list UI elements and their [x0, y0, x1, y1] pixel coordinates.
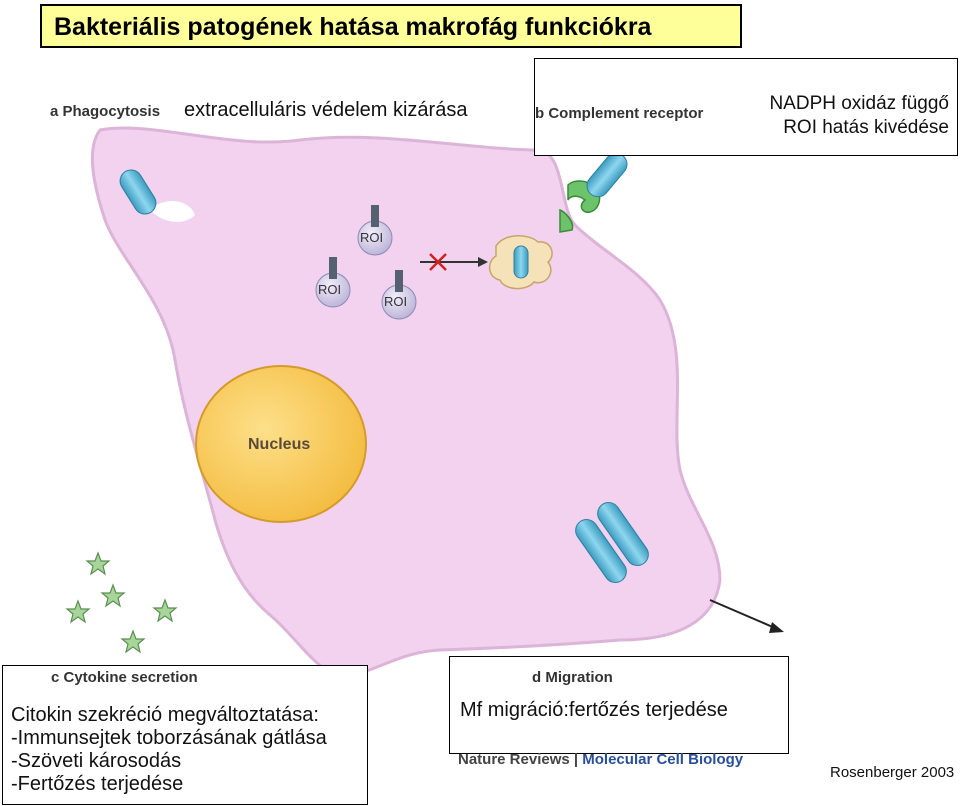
panel-b-tag: b Complement receptor [535, 105, 704, 122]
journal-left: Nature Reviews [458, 751, 570, 768]
bacterium-phagocytosis [119, 169, 157, 215]
nucleus-label: Nucleus [248, 436, 311, 453]
blocked-arrow [420, 253, 488, 271]
cytokine-star [85, 551, 111, 576]
panel-a-tag: a Phagocytosis [50, 103, 161, 120]
phagosome [488, 235, 553, 290]
panel-c-line-2: -Immunsejtek toborzásának gátlása [11, 727, 327, 749]
roi-label-1: ROI [360, 230, 384, 245]
roi-label-2: ROI [318, 282, 342, 297]
page-title: Bakteriális patogének hatása makrofág fu… [40, 4, 742, 48]
cytokine-star [152, 598, 178, 623]
cytokine-star [120, 629, 146, 654]
panel-c-line-1: Citokin szekréció megváltoztatása: [11, 704, 319, 726]
macrophage-cell [90, 126, 722, 677]
journal-right: Molecular Cell Biology [582, 751, 744, 768]
cytokine-star [65, 599, 91, 624]
roi-vesicle-2 [315, 257, 351, 308]
panel-b-note-line2: ROI hatás kivédése [783, 117, 949, 138]
phagocytic-notch [150, 200, 195, 222]
roi-label-3: ROI [384, 294, 408, 309]
roi-vesicle-1 [357, 205, 393, 256]
panel-c-box: c Cytokine secretion Citokin szekréció m… [2, 665, 368, 805]
cytokine-star [100, 583, 126, 608]
nucleus [195, 365, 367, 523]
panel-c-tag: c Cytokine secretion [51, 669, 198, 686]
roi-vesicle-3 [381, 270, 417, 320]
panel-d-note: Mf migráció:fertőzés terjedése [460, 699, 728, 721]
migration-bacteria [575, 502, 649, 583]
panel-c-line-4: -Fertőzés terjedése [11, 773, 184, 795]
panel-b-note-line1: NADPH oxidáz függő [769, 93, 949, 114]
panel-b-box: b Complement receptor NADPH oxidáz függő… [534, 58, 958, 156]
panel-d-tag: d Migration [532, 669, 613, 686]
panel-c-text: Citokin szekréció megváltoztatása: -Immu… [11, 704, 327, 796]
complement-receptor [559, 152, 628, 233]
citation: Rosenberger 2003 [830, 764, 955, 781]
panel-a-note: extracelluláris védelem kizárása [184, 99, 468, 121]
journal-name: Nature Reviews | Molecular Cell Biology [458, 751, 744, 768]
migration-arrow [709, 599, 784, 633]
cytokine-stars [65, 551, 178, 654]
panel-c-line-3: -Szöveti károsodás [11, 750, 182, 772]
panel-d-box: d Migration Mf migráció:fertőzés terjedé… [449, 656, 789, 754]
